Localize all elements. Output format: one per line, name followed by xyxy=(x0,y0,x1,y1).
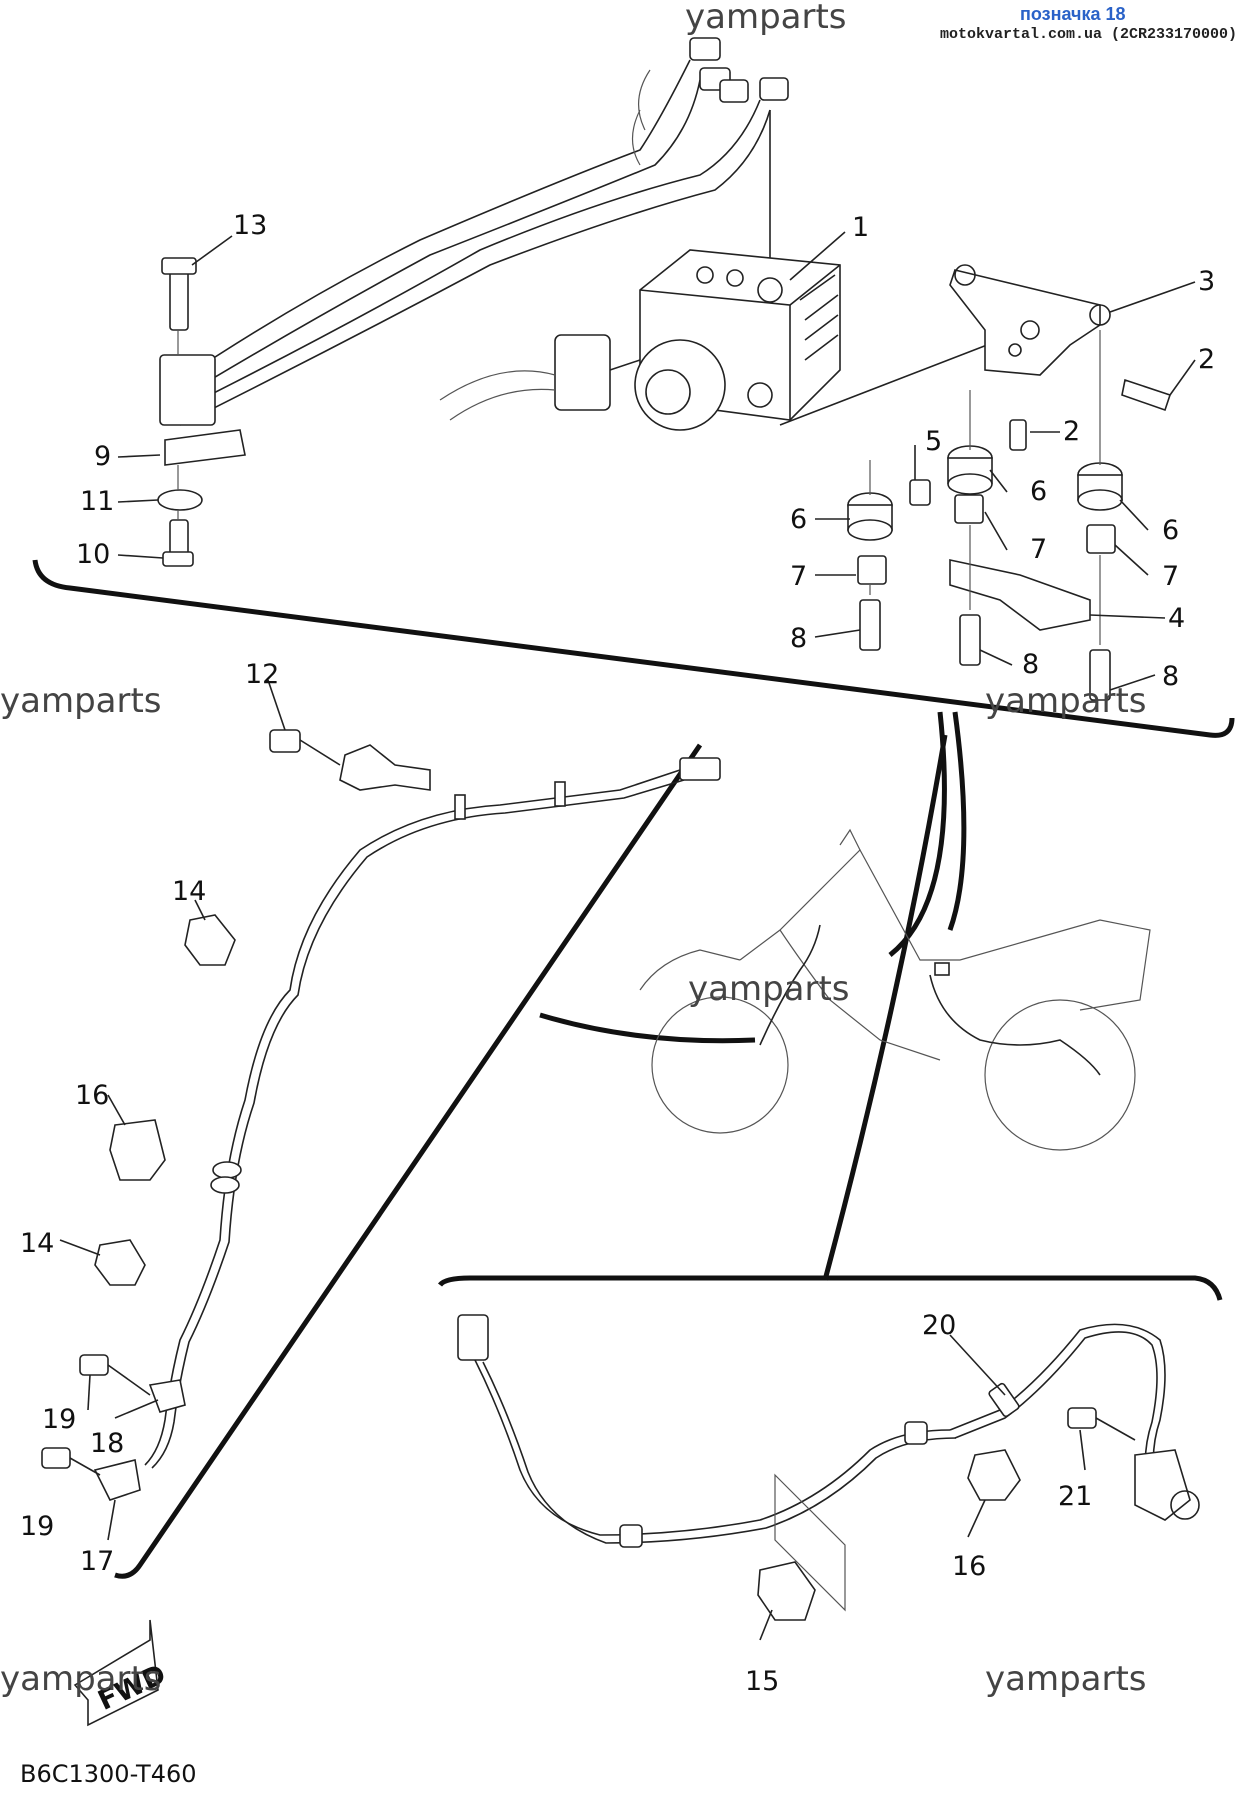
callout-14-a: 14 xyxy=(172,876,206,907)
watermark-center: yamparts xyxy=(688,969,850,1009)
callout-20: 20 xyxy=(922,1310,956,1341)
callout-7-a: 7 xyxy=(790,561,807,592)
callout-16-b: 16 xyxy=(952,1551,986,1582)
watermark-bottom-right: yamparts xyxy=(985,1659,1147,1699)
callout-8-b: 8 xyxy=(1022,649,1039,680)
callout-15: 15 xyxy=(745,1666,779,1697)
callout-3: 3 xyxy=(1198,266,1215,297)
callout-16-a: 16 xyxy=(75,1080,109,1111)
diagram-code: B6C1300-T460 xyxy=(20,1760,197,1788)
hose-joint xyxy=(157,257,246,567)
watermark-right: yamparts xyxy=(985,681,1147,721)
header-source: motokvartal.com.ua (2CR233170000) xyxy=(940,26,1238,43)
leader-lines-top xyxy=(117,231,1196,691)
callout-9: 9 xyxy=(94,441,111,472)
callout-8-c: 8 xyxy=(1162,661,1179,692)
callout-10: 10 xyxy=(76,539,110,570)
callout-8-a: 8 xyxy=(790,623,807,654)
watermarks: yamparts yamparts yamparts yamparts yamp… xyxy=(0,0,1147,1699)
callout-11: 11 xyxy=(80,486,114,517)
panel-outlines xyxy=(32,559,1235,1579)
callout-14-b: 14 xyxy=(20,1228,54,1259)
leader-lines-left xyxy=(59,679,286,1541)
motorcycle-outline xyxy=(639,828,1151,1151)
rear-sensor-lead xyxy=(457,1314,1200,1621)
mounting-bracket xyxy=(847,264,1172,701)
watermark-bottom-left: yamparts xyxy=(0,1659,162,1699)
callout-2-b: 2 xyxy=(1063,416,1080,447)
callout-12: 12 xyxy=(245,659,279,690)
callout-17: 17 xyxy=(80,1546,114,1577)
leader-lines-bottom xyxy=(759,1334,1086,1641)
callout-2-a: 2 xyxy=(1198,344,1215,375)
callout-6-c: 6 xyxy=(1162,515,1179,546)
callout-21: 21 xyxy=(1058,1481,1092,1512)
callout-4: 4 xyxy=(1168,603,1185,634)
callout-19-b: 19 xyxy=(20,1511,54,1542)
callout-18: 18 xyxy=(90,1428,124,1459)
watermark-left: yamparts xyxy=(0,681,162,721)
header-label: позначка 18 xyxy=(1020,4,1126,24)
callout-6-a: 6 xyxy=(790,504,807,535)
watermark-top: yamparts xyxy=(685,0,847,37)
callout-19-a: 19 xyxy=(42,1404,76,1435)
front-sensor-lead xyxy=(41,729,721,1501)
callout-6-b: 6 xyxy=(1030,476,1047,507)
hydraulic-unit xyxy=(439,249,1001,431)
callout-5: 5 xyxy=(925,426,942,457)
brake-hoses xyxy=(179,37,789,426)
callout-7-b: 7 xyxy=(1030,534,1047,565)
callout-labels: 1 2 2 3 4 5 6 6 6 7 7 7 8 8 8 9 10 11 12… xyxy=(20,210,1215,1697)
callout-1: 1 xyxy=(852,212,869,243)
callout-13: 13 xyxy=(233,210,267,241)
callout-7-c: 7 xyxy=(1162,561,1179,592)
